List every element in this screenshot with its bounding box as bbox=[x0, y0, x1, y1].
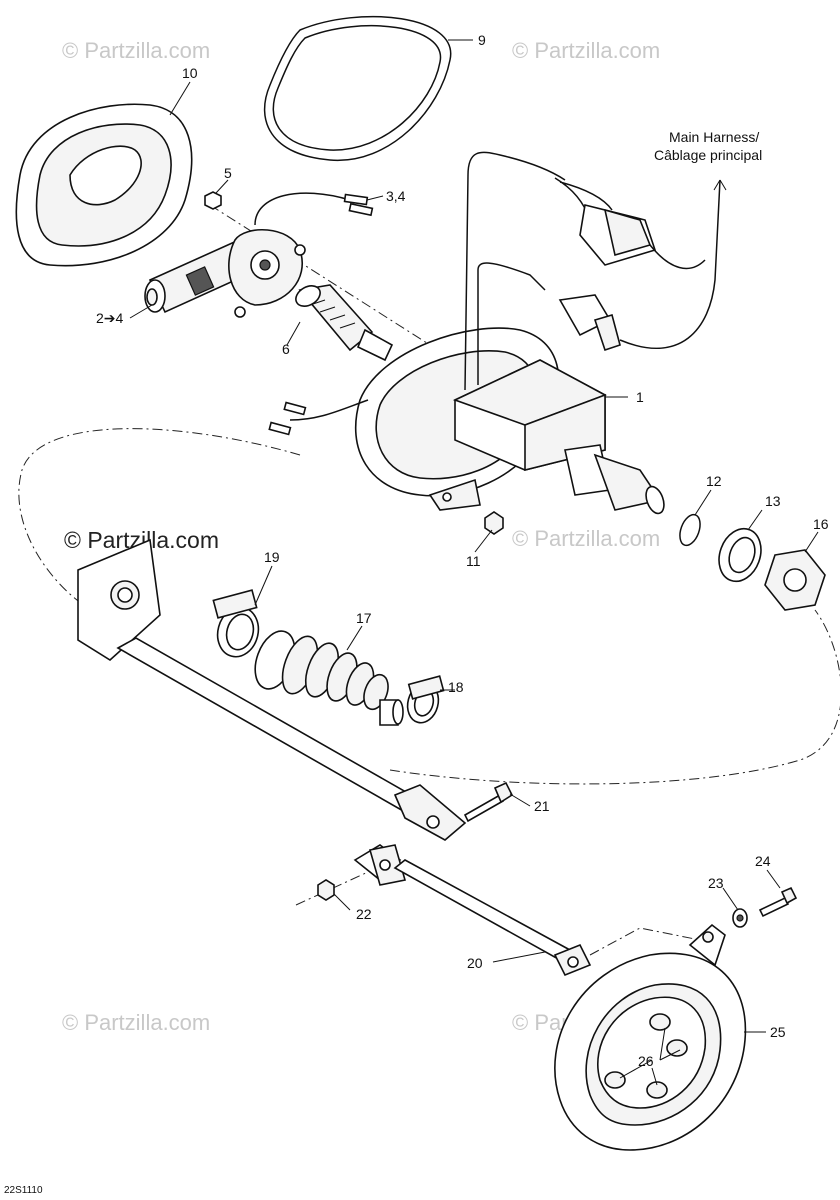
callout-1: 1 bbox=[636, 389, 644, 405]
callout-20: 20 bbox=[467, 955, 483, 971]
screw-24 bbox=[758, 886, 798, 918]
motor-wires bbox=[254, 192, 351, 226]
housing-terminal-a bbox=[283, 401, 307, 416]
callout-9: 9 bbox=[478, 32, 486, 48]
washer-23 bbox=[732, 908, 748, 928]
ring-bracket-25 bbox=[554, 923, 747, 1151]
callout-6: 6 bbox=[282, 341, 290, 357]
gasket-ring bbox=[263, 15, 452, 161]
callout-19: 19 bbox=[264, 549, 280, 565]
actuator-housing bbox=[355, 327, 665, 515]
rubber-boot-17 bbox=[254, 630, 404, 726]
nut-11 bbox=[484, 511, 504, 535]
boot-clamp-19 bbox=[212, 589, 260, 658]
actuator-motor bbox=[144, 229, 306, 318]
link-rod-20 bbox=[353, 844, 592, 977]
leader-lines bbox=[129, 39, 819, 1086]
harness-connector bbox=[554, 177, 706, 270]
callout-3-4: 3,4 bbox=[386, 188, 406, 204]
steering-shaft bbox=[77, 538, 467, 841]
callout-11: 11 bbox=[466, 553, 481, 569]
housing-terminal-b bbox=[268, 421, 292, 436]
harness-label-line2: Câblage principal bbox=[654, 147, 762, 163]
harness-label-line1: Main Harness/ bbox=[669, 129, 759, 145]
link-dash-line bbox=[295, 871, 369, 906]
housing-wire-harness bbox=[464, 151, 566, 391]
lock-washer-13 bbox=[718, 527, 762, 583]
callout-18: 18 bbox=[448, 679, 464, 695]
callout-12: 12 bbox=[706, 473, 722, 489]
callout-17: 17 bbox=[356, 610, 372, 626]
callout-22: 22 bbox=[356, 906, 372, 922]
watermark-top-right: © Partzilla.com bbox=[512, 38, 660, 63]
callout-5: 5 bbox=[224, 165, 232, 181]
watermark-bottom-left: © Partzilla.com bbox=[62, 1010, 210, 1035]
assembly-dash-loop bbox=[18, 428, 840, 785]
callout-26: 26 bbox=[638, 1053, 654, 1069]
callout-25: 25 bbox=[770, 1024, 786, 1040]
callout-10: 10 bbox=[182, 65, 198, 81]
housing-wire-c bbox=[289, 399, 369, 421]
harness-arrow bbox=[713, 179, 727, 191]
housing-wire-b bbox=[477, 262, 546, 385]
callouts: 1 2➔4 3,4 5 6 9 10 11 12 13 16 17 18 19 … bbox=[96, 32, 829, 1069]
callout-23: 23 bbox=[708, 875, 724, 891]
harness-return-wire bbox=[619, 179, 721, 350]
callout-24: 24 bbox=[755, 853, 771, 869]
bolt-21 bbox=[463, 781, 514, 823]
nut-22 bbox=[317, 879, 335, 901]
motor-dash-line bbox=[209, 204, 431, 346]
callout-16: 16 bbox=[813, 516, 829, 532]
worm-gear bbox=[295, 284, 394, 362]
large-nut-16 bbox=[764, 549, 826, 611]
callout-2-4: 2➔4 bbox=[96, 310, 124, 326]
diagram-code: 22S1110 bbox=[4, 1185, 43, 1196]
callout-13: 13 bbox=[765, 493, 781, 509]
motor-cover bbox=[15, 103, 193, 267]
wire-terminal-a bbox=[343, 193, 369, 206]
boot-clamp-18 bbox=[406, 675, 445, 724]
callout-21: 21 bbox=[534, 798, 550, 814]
watermark-top-left: © Partzilla.com bbox=[62, 38, 210, 63]
watermark-mid-right: © Partzilla.com bbox=[512, 526, 660, 551]
small-connector bbox=[558, 294, 621, 352]
o-ring-12 bbox=[679, 513, 701, 547]
small-nut-5 bbox=[204, 191, 222, 210]
wire-terminal-b bbox=[348, 202, 374, 217]
rod-dash-line bbox=[589, 927, 701, 956]
